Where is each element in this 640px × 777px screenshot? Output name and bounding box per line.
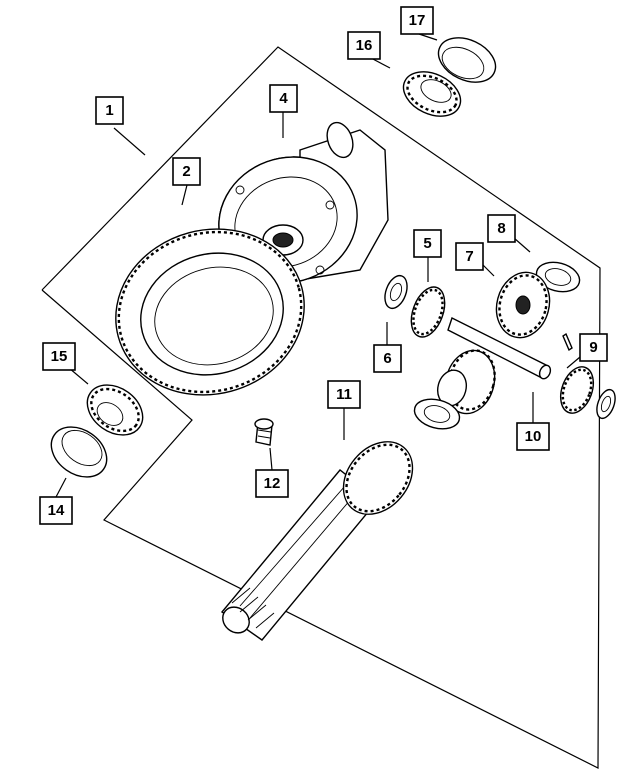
part-5-pinion-gear xyxy=(410,286,446,338)
svg-text:10: 10 xyxy=(525,428,542,445)
svg-text:11: 11 xyxy=(336,386,352,403)
svg-text:6: 6 xyxy=(383,350,391,367)
callout-8: 8 xyxy=(487,214,516,243)
callout-10: 10 xyxy=(516,422,550,451)
part-8-thrust-washer xyxy=(535,261,581,293)
part-11-output-shaft xyxy=(220,441,414,641)
part-12-bolt xyxy=(254,418,274,446)
callout-11: 11 xyxy=(327,380,361,409)
callout-9: 9 xyxy=(579,333,608,362)
svg-text:5: 5 xyxy=(423,235,431,252)
callout-15: 15 xyxy=(42,342,76,371)
callout-2: 2 xyxy=(172,157,201,186)
svg-text:2: 2 xyxy=(182,163,190,180)
callout-4: 4 xyxy=(269,84,298,113)
assembly-outline xyxy=(41,46,601,769)
svg-text:7: 7 xyxy=(465,248,473,265)
part-16-roller-bearing xyxy=(402,71,462,117)
part-7-side-gear xyxy=(495,271,551,339)
callout-5: 5 xyxy=(413,229,442,258)
callout-12: 12 xyxy=(255,469,289,498)
part-15-roller-bearing xyxy=(86,384,144,436)
callout-14: 14 xyxy=(39,496,73,525)
lower-thrust-washer xyxy=(413,398,461,430)
svg-text:17: 17 xyxy=(409,12,426,29)
callout-16: 16 xyxy=(347,31,381,60)
part-10-pinion-shaft xyxy=(447,317,573,380)
part-17-bearing-cup xyxy=(437,37,497,83)
svg-text:9: 9 xyxy=(589,339,597,356)
callout-17: 17 xyxy=(400,6,434,35)
part-6-thrust-washer xyxy=(384,274,408,310)
lower-side-gear xyxy=(436,349,496,415)
svg-text:4: 4 xyxy=(279,90,288,107)
callout-7: 7 xyxy=(455,242,484,271)
svg-text:16: 16 xyxy=(356,37,373,54)
callout-6: 6 xyxy=(373,344,402,373)
svg-text:14: 14 xyxy=(48,502,65,519)
svg-text:1: 1 xyxy=(105,102,113,119)
svg-text:8: 8 xyxy=(497,220,505,237)
svg-text:15: 15 xyxy=(51,348,68,365)
part-2-ring-gear xyxy=(115,228,305,396)
part-9-pinion-gear xyxy=(559,366,616,420)
callout-1: 1 xyxy=(95,96,124,125)
svg-text:12: 12 xyxy=(264,475,281,492)
part-14-bearing-cup xyxy=(50,426,108,478)
